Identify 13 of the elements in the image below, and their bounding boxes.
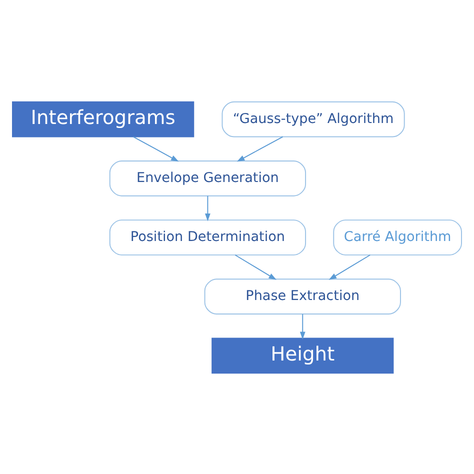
node-box: Position Determination: [109, 219, 306, 255]
arrow: [234, 254, 276, 280]
node-box: Carré Algorithm: [333, 219, 462, 255]
arrow: [328, 254, 371, 280]
node-box: Height: [212, 337, 394, 374]
arrow: [204, 194, 210, 221]
node-box: Phase Extraction: [204, 278, 401, 314]
arrow: [300, 313, 306, 339]
node-box: “Gauss-type” Algorithm: [222, 100, 405, 137]
arrow: [132, 136, 179, 162]
node-box: Envelope Generation: [109, 160, 306, 196]
node-box: Interferograms: [12, 100, 194, 137]
arrow: [236, 136, 284, 162]
